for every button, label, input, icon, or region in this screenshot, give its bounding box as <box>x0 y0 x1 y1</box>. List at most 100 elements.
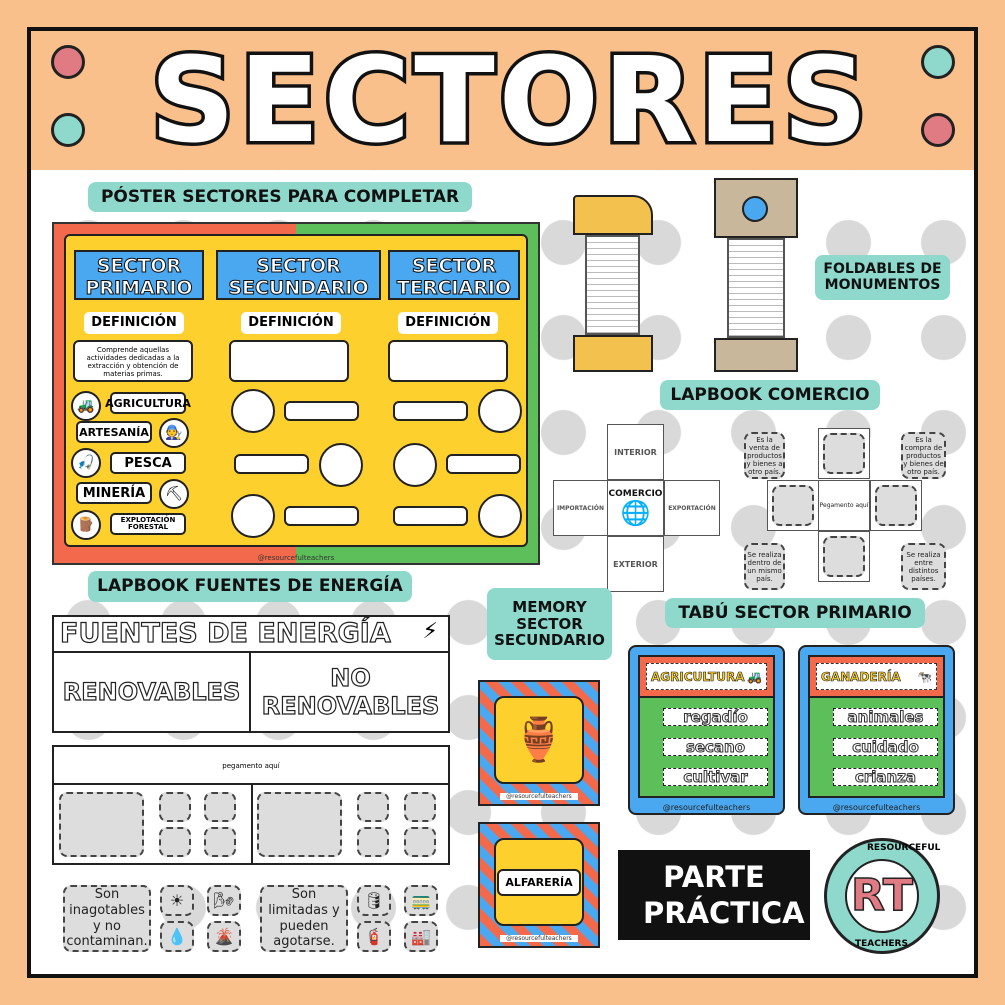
watermark: @resourcefulteachers <box>500 935 578 942</box>
cube-face <box>818 531 870 582</box>
activity-label: MINERÍA <box>76 482 152 504</box>
gas-bottle-icon: 🧯 <box>357 921 391 952</box>
face-importacion: IMPORTACIÓN <box>553 480 608 536</box>
tabu-card-agricultura: AGRICULTURA🚜 regadío secano cultivar @re… <box>628 645 785 815</box>
label-memory: MEMORY SECTOR SECUNDARIO <box>487 588 612 660</box>
label-foldables: FOLDABLES DE MONUMENTOS <box>815 255 950 300</box>
cube-face <box>818 428 870 479</box>
label-tabu: TABÚ SECTOR PRIMARIO <box>665 598 925 628</box>
definition-label: DEFINICIÓN <box>241 312 341 334</box>
label-energia: LAPBOOK FUENTES DE ENERGÍA <box>88 571 412 602</box>
watermark: @resourcefulteachers <box>832 803 921 812</box>
blank-label <box>446 454 521 474</box>
tabu-word: secano <box>663 738 768 756</box>
notre-dame-foldable <box>712 178 800 372</box>
geothermal-icon: 🌋 <box>207 921 241 952</box>
energy-title: FUENTES DE ENERGÍA <box>54 617 448 653</box>
no-renovables-label: NO RENOVABLES <box>261 663 440 720</box>
definition-label: DEFINICIÓN <box>398 312 498 334</box>
note-card: Es la venta de productos y bienes a otro… <box>744 432 785 479</box>
blank-definition <box>229 340 349 382</box>
tabu-word: cultivar <box>663 768 768 786</box>
blank-label <box>284 401 359 421</box>
face-exportacion: EXPORTACIÓN <box>664 480 720 536</box>
solar-panel-icon: ☀ <box>160 885 194 916</box>
poster: SECTOR PRIMARIO SECTOR SECUNDARIO SECTOR… <box>52 222 540 565</box>
cube-face <box>870 480 922 531</box>
pink-dot <box>51 45 85 79</box>
memory-card-image: 🏺 @resourcefulteachers <box>478 680 600 806</box>
hydro-icon: 💧 <box>160 921 194 952</box>
nuclear-plant-icon: 🏭 <box>404 921 438 952</box>
blank-circle <box>478 389 522 433</box>
watermark: @resourcefulteachers <box>257 554 335 562</box>
watermark: @resourcefulteachers <box>662 803 751 812</box>
tabu-word: regadío <box>663 708 768 726</box>
tabu-title: AGRICULTURA <box>651 669 745 684</box>
definition-label: DEFINICIÓN <box>84 312 184 334</box>
blank-circle <box>393 443 437 487</box>
label-poster: PÓSTER SECTORES PARA COMPLETAR <box>88 182 472 212</box>
fisher-icon: 🎣 <box>71 448 101 478</box>
glue-area: Pegamento aquí <box>818 480 870 531</box>
glue-panel: pegamento aquí <box>52 745 450 865</box>
logging-icon: 🪵 <box>71 510 101 540</box>
label-comercio: LAPBOOK COMERCIO <box>660 380 880 410</box>
activity-label: EXPLOTACIÓN FORESTAL <box>110 513 186 535</box>
main-title: SECTORES <box>147 28 872 173</box>
globe-icon: 🌐 <box>620 499 651 527</box>
logo-letters: RT <box>845 859 919 933</box>
watermark: @resourcefulteachers <box>500 793 578 800</box>
colosseum-foldable <box>565 195 660 372</box>
primary-definition: Comprende aquellas actividades dedicadas… <box>73 340 193 382</box>
oil-icon: 🛢 <box>357 885 391 916</box>
renovables-label: RENOVABLES <box>54 653 251 731</box>
farmer-icon: 🐄 <box>917 669 933 684</box>
sector-primario-header: SECTOR PRIMARIO <box>74 250 204 300</box>
note-card: Se realiza dentro de un mismo país. <box>744 543 785 590</box>
logo-bottom-text: TEACHERS <box>855 939 908 949</box>
memory-card-word: ALFARERÍA @resourcefulteachers <box>478 822 600 948</box>
energy-card: FUENTES DE ENERGÍA ⚡ RENOVABLES NO RENOV… <box>52 615 450 733</box>
sector-terciario-header: SECTOR TERCIARIO <box>388 250 520 300</box>
blank-label <box>393 401 468 421</box>
renewable-description: Son inagotables y no contaminan. <box>63 885 151 952</box>
lightning-icon: ⚡ <box>422 619 438 644</box>
blank-label <box>284 506 359 526</box>
coal-cart-icon: 🚃 <box>404 885 438 916</box>
memory-word: ALFARERÍA <box>497 868 581 896</box>
tabu-title: GANADERÍA <box>821 669 901 684</box>
logo-top-text: RESOURCEFUL <box>867 843 941 853</box>
nonrenewable-description: Son limitadas y pueden agotarse. <box>260 885 348 952</box>
comercio-title: COMERCIO <box>608 489 663 499</box>
blank-circle <box>231 494 275 538</box>
blank-label <box>393 506 468 526</box>
teal-dot <box>921 45 955 79</box>
pink-dot <box>921 113 955 147</box>
activity-label: PESCA <box>110 452 186 474</box>
teal-dot <box>51 113 85 147</box>
tabu-word: crianza <box>833 768 938 786</box>
blank-circle <box>478 494 522 538</box>
farm-icon: 🚜 <box>747 669 763 684</box>
tabu-word: cuidado <box>833 738 938 756</box>
logo: RT RESOURCEFUL TEACHERS <box>824 838 940 954</box>
wind-turbine-icon: 🌬 <box>207 885 241 916</box>
blank-label <box>234 454 309 474</box>
blank-circle <box>231 389 275 433</box>
tabu-card-ganaderia: GANADERÍA 🐄 animales cuidado crianza @res… <box>798 645 955 815</box>
blank-definition <box>388 340 508 382</box>
note-card: Se realiza entre distintos países. <box>901 543 946 590</box>
tractor-icon: 🚜 <box>71 391 101 421</box>
pottery-icon: 🏺 <box>494 696 584 784</box>
glue-label: pegamento aquí <box>54 747 448 785</box>
blank-circle <box>319 443 363 487</box>
tabu-word: animales <box>833 708 938 726</box>
sector-secundario-header: SECTOR SECUNDARIO <box>216 250 381 300</box>
face-exterior: EXTERIOR <box>607 536 664 592</box>
face-interior: INTERIOR <box>607 424 664 480</box>
pickaxe-icon: ⛏ <box>159 479 189 509</box>
activity-label: AGRICULTURA <box>105 392 191 414</box>
note-card: Es la compra de productos y bienes de ot… <box>901 432 946 479</box>
parte-practica-badge: PARTE PRÁCTICA <box>618 850 810 940</box>
